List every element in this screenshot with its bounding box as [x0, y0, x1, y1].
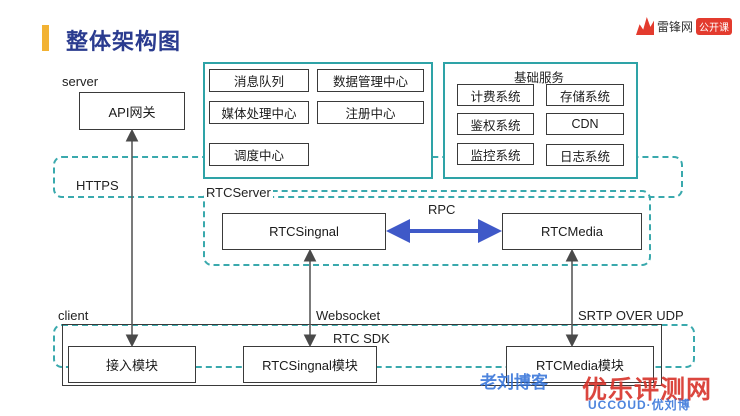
log-system-box: 日志系统 — [546, 144, 624, 166]
access-module-box: 接入模块 — [68, 346, 196, 383]
rtc-server-label: RTCServer — [204, 185, 273, 200]
logo-text: 雷锋网 — [657, 19, 694, 34]
page-title: 整体架构图 — [66, 29, 182, 54]
client-frame — [62, 324, 662, 386]
websocket-label: Websocket — [316, 308, 381, 323]
brand-logo: 雷锋网 公开课 — [636, 14, 733, 38]
base-services-title: 基础服务 — [514, 71, 565, 85]
watermark-blog: 老刘博客 — [480, 373, 548, 392]
rtc-server-zone — [203, 190, 651, 266]
monitor-system-box: 监控系统 — [457, 143, 534, 165]
srtp-label: SRTP OVER UDP — [578, 308, 684, 323]
dispatch-center-box: 调度中心 — [209, 143, 309, 166]
storage-system-box: 存储系统 — [546, 84, 624, 106]
https-label: HTTPS — [76, 178, 119, 193]
register-center-box: 注册中心 — [317, 101, 424, 124]
media-center-box: 媒体处理中心 — [209, 101, 309, 124]
auth-system-box: 鉴权系统 — [457, 113, 534, 135]
signal-module-box: RTCSingnal模块 — [243, 346, 377, 383]
api-gateway-box: API网关 — [79, 92, 185, 130]
server-label: server — [62, 74, 99, 89]
rtc-sdk-label: RTC SDK — [333, 331, 390, 346]
watermark-site: 优乐评测网 — [582, 376, 713, 404]
watermark-sub: UCCOUD·优刘博 — [588, 398, 691, 412]
title-accent-bar — [42, 25, 49, 51]
media-module-box: RTCMedia模块 — [506, 346, 654, 383]
cdn-box: CDN — [546, 113, 624, 135]
rtc-media-box: RTCMedia — [502, 213, 642, 250]
logo-tag: 公开课 — [696, 17, 733, 35]
message-queue-box: 消息队列 — [209, 69, 309, 92]
rpc-label: RPC — [428, 202, 456, 217]
billing-system-box: 计费系统 — [457, 84, 534, 106]
data-center-box: 数据管理中心 — [317, 69, 424, 92]
client-label: client — [58, 308, 89, 323]
